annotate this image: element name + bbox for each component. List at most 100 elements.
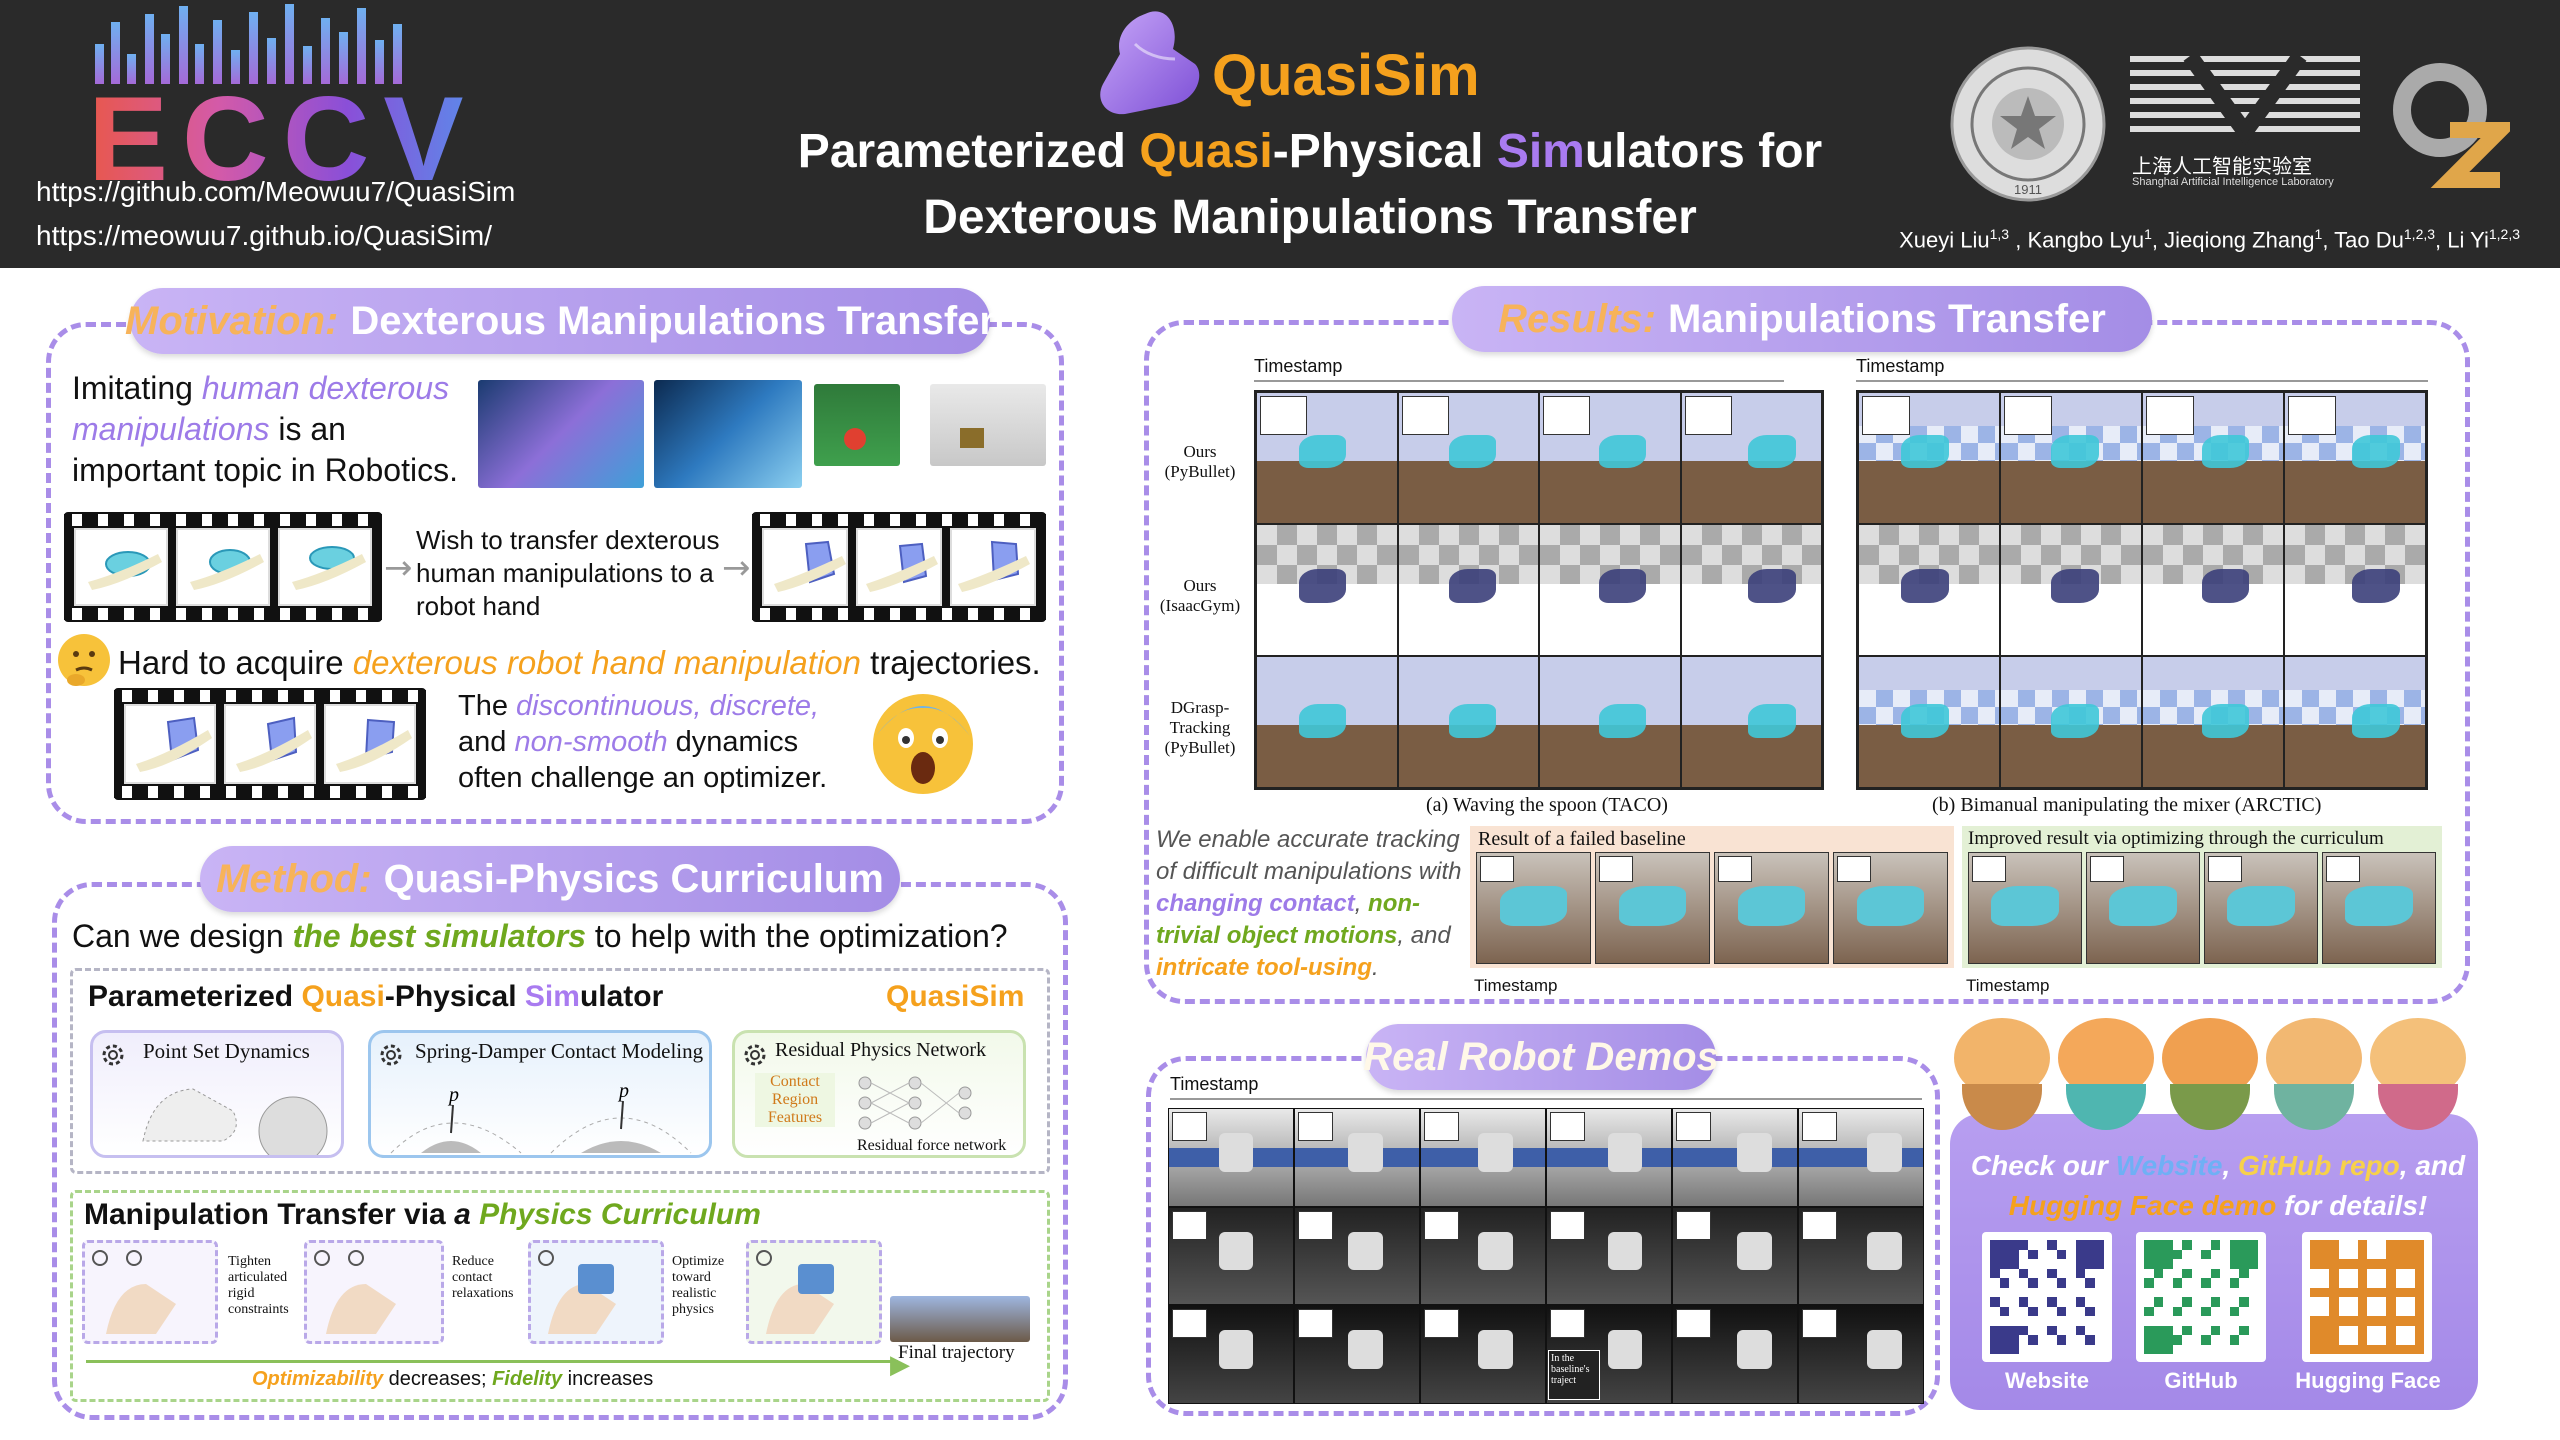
human-filmstrip xyxy=(64,512,382,622)
reference-inset xyxy=(1676,1112,1711,1141)
eccv-skyline-icon xyxy=(95,4,405,84)
hand-model xyxy=(2051,569,2099,603)
point-set-illustration xyxy=(142,1088,328,1155)
qr-module xyxy=(2357,1278,2367,1288)
reference-inset xyxy=(1550,1309,1585,1339)
qr-module xyxy=(2310,1287,2320,1297)
text: , xyxy=(1354,890,1369,917)
teacup-icon xyxy=(2170,1084,2250,1130)
heading-key: Motivation: xyxy=(125,298,339,343)
eccv-logo: ECCV xyxy=(88,72,478,206)
arrow-right-icon: ▶ xyxy=(890,1350,910,1380)
sim-ground xyxy=(1540,460,1680,523)
thinking-face-icon xyxy=(58,634,110,686)
qr-module xyxy=(2009,1344,2019,1354)
dynamics-text: The discontinuous, discrete, and non-smo… xyxy=(458,688,858,796)
qr-module xyxy=(2018,1240,2028,1250)
qr-module xyxy=(1999,1259,2009,1269)
hand-model xyxy=(1856,886,1925,926)
qr-module xyxy=(2172,1335,2182,1345)
qr-module xyxy=(2405,1259,2415,1269)
timestamp-label: Timestamp xyxy=(1254,356,1343,376)
huggingface-qr-code[interactable] xyxy=(2302,1232,2432,1362)
sim-frame xyxy=(2142,392,2284,524)
qr-module xyxy=(2239,1240,2249,1250)
qr-module xyxy=(2056,1278,2066,1288)
qr-module xyxy=(1999,1249,2009,1259)
qr-module xyxy=(2094,1249,2104,1259)
qr-module xyxy=(2144,1249,2154,1259)
qr-module xyxy=(2182,1297,2192,1307)
hand-model xyxy=(2201,569,2250,603)
screaming-face-icon xyxy=(873,694,973,794)
qr-module xyxy=(2009,1240,2019,1250)
qr-module xyxy=(2009,1249,2019,1259)
qr-module xyxy=(2144,1240,2154,1250)
qr-module xyxy=(1999,1344,2009,1354)
text: to help with the optimization? xyxy=(585,918,1008,954)
qr-module xyxy=(1999,1278,2009,1288)
qr-module xyxy=(2153,1249,2163,1259)
reference-inset xyxy=(1550,1210,1585,1240)
author-affil: 1 xyxy=(2314,226,2323,242)
teacup-icon xyxy=(2066,1084,2146,1130)
qr-label: Website xyxy=(2005,1368,2089,1393)
gear-icon xyxy=(102,1044,124,1066)
reference-inset xyxy=(1802,1112,1837,1141)
qr-module xyxy=(2153,1259,2163,1269)
method-heading: Method:Quasi-Physics Curriculum xyxy=(200,846,900,912)
curriculum-icons xyxy=(92,1250,834,1334)
demo-frame xyxy=(1547,1109,1671,1206)
qr-module xyxy=(2329,1287,2339,1297)
qr-module xyxy=(2414,1297,2424,1307)
qr-module xyxy=(2395,1249,2405,1259)
qr-module xyxy=(2357,1249,2367,1259)
qr-module xyxy=(2009,1325,2019,1335)
hand-model xyxy=(1901,703,1949,738)
sim-ground xyxy=(1257,460,1397,523)
qr-module xyxy=(2319,1344,2329,1354)
qr-module xyxy=(2357,1259,2367,1269)
result-frame xyxy=(2322,852,2436,964)
table-surface xyxy=(1799,1147,1923,1167)
qr-module xyxy=(2376,1287,2386,1297)
text: is an important topic in Robotics. xyxy=(72,411,458,488)
author-name: Kangbo Lyu xyxy=(2027,227,2145,253)
qr-module xyxy=(2153,1344,2163,1354)
sim-frame xyxy=(2142,524,2284,656)
demo-frame xyxy=(1673,1306,1797,1403)
results-heading: Results:Manipulations Transfer xyxy=(1452,286,2152,352)
demo-frame xyxy=(1295,1207,1419,1305)
tsinghua-seal-icon: 1911 xyxy=(1950,46,2106,202)
qr-module xyxy=(2310,1240,2320,1250)
qr-module xyxy=(2144,1259,2154,1269)
curriculum-box xyxy=(70,1190,1050,1402)
sim-frame xyxy=(1858,656,2000,788)
qr-module xyxy=(2229,1259,2239,1269)
qr-module xyxy=(2405,1240,2415,1250)
qr-module xyxy=(2028,1249,2038,1259)
lab-name-cn: 上海人工智能实验室 xyxy=(2132,154,2312,178)
reference-inset xyxy=(1401,396,1449,435)
text: and xyxy=(458,726,515,758)
links-text: Check our Website, GitHub repo, and Hugg… xyxy=(1964,1146,2472,1226)
github-qr-code[interactable] xyxy=(2136,1232,2266,1362)
website-qr-code[interactable] xyxy=(1982,1232,2112,1362)
qr-module xyxy=(2172,1278,2182,1288)
qr-module xyxy=(2075,1268,2085,1278)
github-link[interactable]: https://github.com/Meowuu7/QuasiSim xyxy=(36,176,516,207)
failed-baseline-label: Result of a failed baseline xyxy=(1478,828,1686,850)
website-link[interactable]: https://meowuu7.github.io/QuasiSim/ xyxy=(36,220,493,251)
qr-module xyxy=(2094,1240,2104,1250)
text: non-trivial object motions xyxy=(1156,890,1421,949)
reference-inset xyxy=(1298,1112,1333,1141)
hand-model xyxy=(1901,434,1949,469)
qr-module xyxy=(1990,1344,2000,1354)
qr-module xyxy=(2357,1268,2367,1278)
robot-arm xyxy=(1867,1133,1902,1172)
brand-title: QuasiSim xyxy=(1212,43,1480,108)
qr-module xyxy=(2085,1240,2095,1250)
final-trajectory-thumb xyxy=(890,1296,1030,1342)
result-frame xyxy=(2086,852,2200,964)
demo-frame xyxy=(1295,1306,1419,1403)
